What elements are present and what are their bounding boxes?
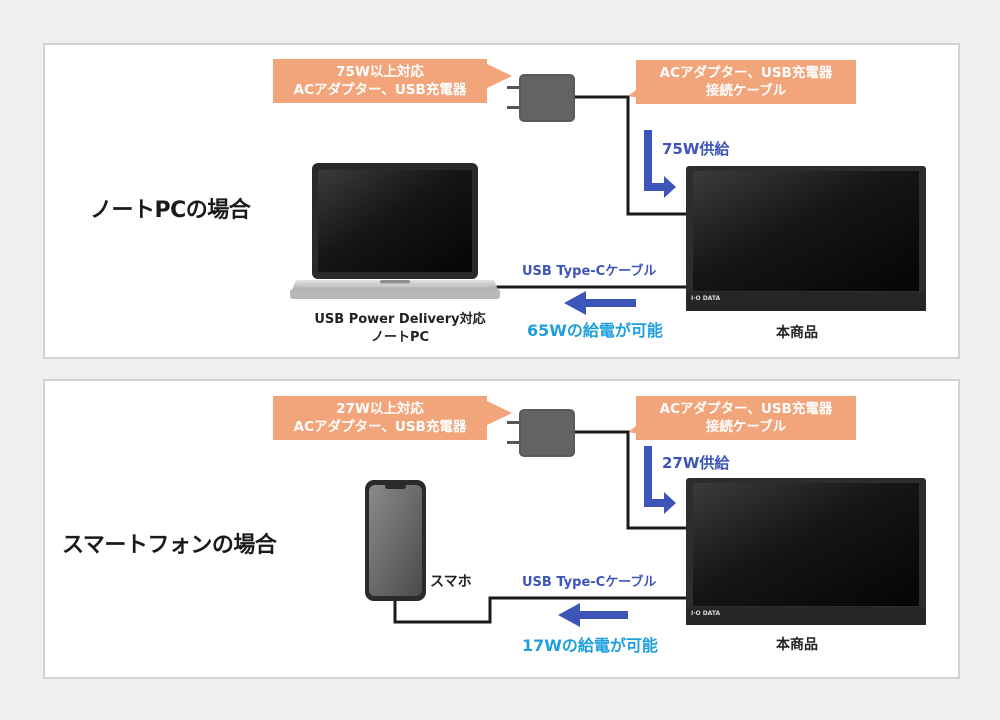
supply-arrow: [644, 130, 676, 198]
supply-wattage-label-2: 27W供給: [662, 454, 730, 472]
cable-callout-2: ACアダプター、USB充電器 接続ケーブル: [636, 396, 856, 440]
ac-adapter-icon-2: [507, 409, 575, 457]
output-wattage-label: 65Wの給電が可能: [527, 321, 663, 340]
product-label: 本商品: [776, 325, 818, 341]
usb-c-cable-label-2: USB Type-Cケーブル: [522, 575, 657, 590]
adapter-callout-pointer-2: [487, 401, 512, 425]
supply-wattage-label: 75W供給: [662, 140, 730, 158]
output-arrow-2: [558, 603, 628, 627]
adapter-requirement-line-1: 75W以上対応: [336, 64, 424, 80]
cable-callout-line-2: 接続ケーブル: [705, 83, 787, 99]
adapter-cable-2: [574, 430, 690, 530]
adapter-callout-pointer: [487, 64, 512, 88]
product-label-2: 本商品: [776, 637, 818, 653]
adapter-requirement-callout-2: 27W以上対応 ACアダプター、USB充電器: [273, 396, 487, 440]
phone-device-label: スマホ: [430, 574, 472, 590]
supply-arrow-2: [644, 446, 676, 514]
adapter-requirement-callout: 75W以上対応 ACアダプター、USB充電器: [273, 59, 487, 103]
smartphone-icon: [365, 480, 426, 601]
output-arrow: [564, 291, 636, 315]
laptop-case-title: ノートPCの場合: [90, 198, 251, 223]
adapter-requirement-line-1: 27W以上対応: [336, 401, 424, 417]
cable-callout: ACアダプター、USB充電器 接続ケーブル: [636, 60, 856, 104]
cable-callout-line-1: ACアダプター、USB充電器: [659, 65, 833, 81]
laptop-device-label: USB Power Delivery対応 ノートPC: [300, 311, 500, 347]
output-wattage-label-2: 17Wの給電が可能: [522, 636, 658, 655]
adapter-cable: [574, 95, 690, 216]
phone-case-title: スマートフォンの場合: [62, 533, 277, 558]
laptop-device-label-line-2: ノートPC: [370, 330, 430, 345]
usb-c-cable-label: USB Type-Cケーブル: [522, 264, 657, 279]
monitor-icon-2: [686, 478, 926, 625]
laptop-icon: [290, 163, 500, 299]
monitor-logo: I·O DATA: [691, 295, 721, 302]
cable-callout-line-1: ACアダプター、USB充電器: [659, 401, 833, 417]
cable-callout-line-2: 接続ケーブル: [705, 419, 787, 435]
adapter-requirement-line-2: ACアダプター、USB充電器: [293, 82, 467, 98]
laptop-device-label-line-1: USB Power Delivery対応: [314, 312, 486, 327]
usb-c-cable-2: [393, 596, 690, 624]
monitor-logo-2: I·O DATA: [691, 610, 721, 617]
adapter-requirement-line-2: ACアダプター、USB充電器: [293, 419, 467, 435]
ac-adapter-icon: [507, 74, 575, 122]
monitor-icon: [686, 166, 926, 311]
